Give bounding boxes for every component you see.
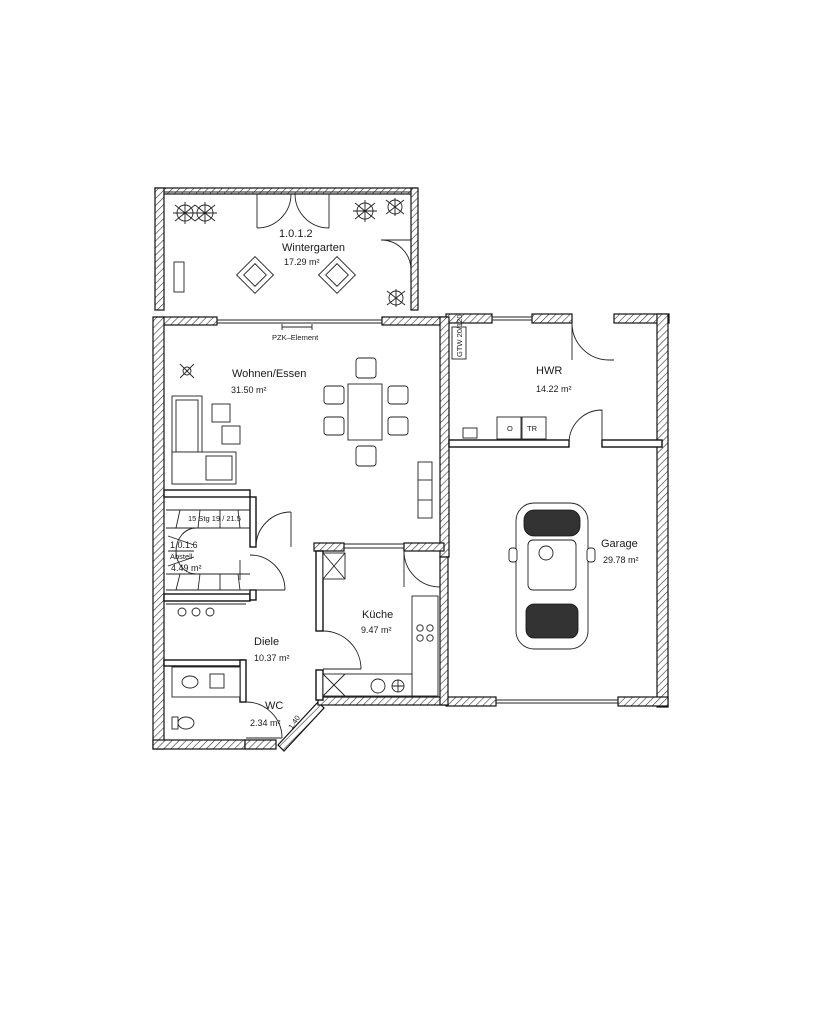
- kueche-name: Küche: [362, 609, 393, 621]
- pzk-element: PZK–Element: [217, 319, 382, 342]
- exterior-walls: [152, 187, 670, 752]
- washer-label: O: [507, 424, 513, 433]
- toilet: [177, 716, 195, 730]
- plant-icon: [353, 198, 405, 222]
- planter: [173, 261, 185, 293]
- dryer-label: TR: [527, 424, 538, 433]
- plant-icon: [173, 202, 217, 224]
- chair: [323, 385, 345, 405]
- wintergarten-name: Wintergarten: [282, 242, 345, 254]
- chair: [355, 357, 377, 379]
- sink: [370, 678, 386, 694]
- door-label-box: [451, 326, 467, 360]
- wintergarten-code: 1.0.1.2: [279, 228, 313, 240]
- hob-icon: [416, 624, 424, 632]
- kitchen-furniture: Küche 9.47 m²: [322, 552, 439, 697]
- hwr-name: HWR: [536, 365, 562, 377]
- hwr-door-label: GTW 20/120: [455, 314, 464, 357]
- wc-name: WC: [265, 700, 283, 712]
- abstell-area: 4.49 m²: [171, 563, 202, 573]
- sink: [181, 675, 199, 689]
- diele-area: Diele 10.37 m²: [166, 603, 290, 663]
- garage-area: 29.78 m²: [603, 555, 639, 565]
- side-table: [211, 403, 231, 423]
- wintergarten-furniture: 1.0.1.2 Wintergarten 17.29 m²: [173, 198, 406, 307]
- side-table: [221, 425, 241, 445]
- counter: [411, 595, 439, 697]
- abstell-name: Abstell: [170, 552, 193, 561]
- sink: [209, 673, 225, 689]
- garage-room: Garage 29.78 m²: [508, 502, 639, 650]
- sideboard: [417, 461, 433, 519]
- wintergarten-area: 17.29 m²: [284, 257, 320, 267]
- armchair: [235, 255, 275, 295]
- pzk-label: PZK–Element: [272, 333, 319, 342]
- chair: [355, 445, 377, 467]
- diele-name: Diele: [254, 636, 279, 648]
- interior-walls: [163, 316, 663, 706]
- counter: [322, 673, 413, 697]
- washer: [496, 416, 522, 440]
- chair: [387, 385, 409, 405]
- abstell-code: 1.0.1.6: [170, 540, 198, 550]
- kueche-area: 9.47 m²: [361, 625, 392, 635]
- doors: [245, 193, 614, 739]
- garage-name: Garage: [601, 538, 638, 550]
- lamp-icon: [179, 363, 195, 379]
- plant-icon: [386, 289, 406, 307]
- windows: [164, 191, 618, 704]
- hwr-area: 14.22 m²: [536, 384, 572, 394]
- diele-area-label: 10.37 m²: [254, 653, 290, 663]
- wohnen-name: Wohnen/Essen: [232, 368, 306, 380]
- dryer: [521, 416, 547, 440]
- wc-area: 2.34 m²: [250, 718, 281, 728]
- chair: [323, 416, 345, 436]
- dining-table: [347, 383, 383, 441]
- living-furniture: Wohnen/Essen 31.50 m²: [171, 357, 433, 519]
- car-icon: [508, 502, 596, 650]
- wohnen-area: 31.50 m²: [231, 385, 267, 395]
- wc-room: WC 2.34 m² 1.40: [171, 666, 302, 731]
- staircase: 15 Stg 19 / 21.5 1.0.1.6 Abstell 4.49 m²: [166, 509, 250, 591]
- chair: [387, 416, 409, 436]
- hwr-room: GTW 20/120 O TR HWR 14.22 m²: [451, 314, 572, 440]
- sink: [462, 427, 478, 439]
- armchair: [317, 255, 357, 295]
- sofa: [171, 395, 237, 485]
- stairs-label: 15 Stg 19 / 21.5: [188, 514, 241, 523]
